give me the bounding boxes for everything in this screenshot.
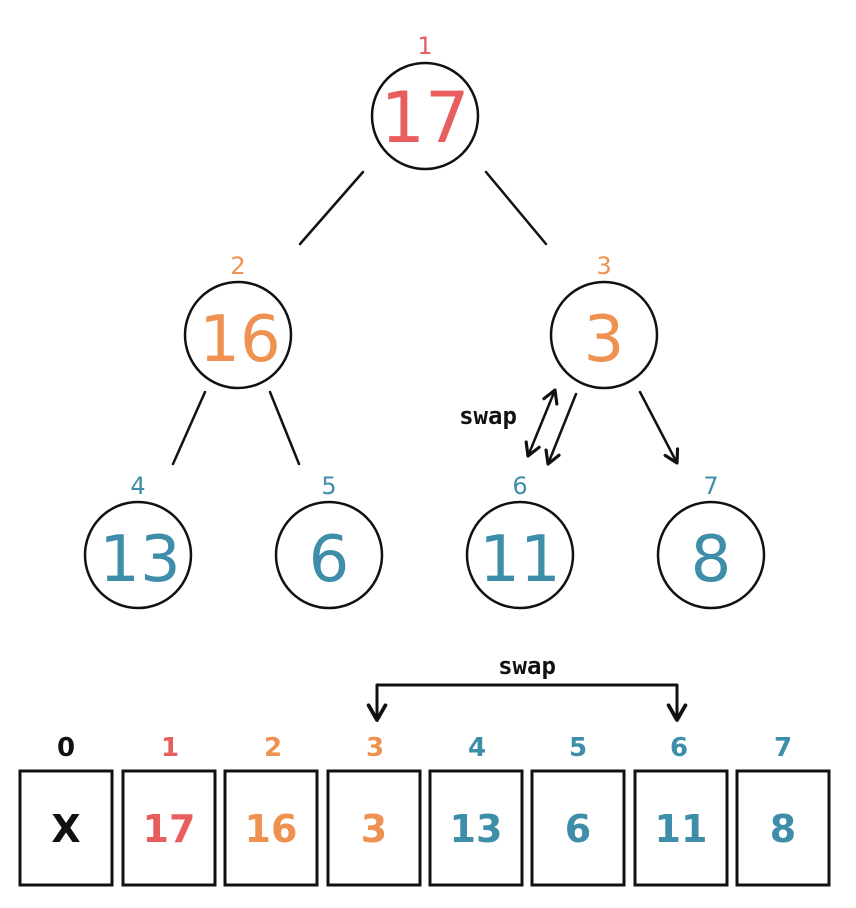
node-index: 1 xyxy=(417,32,432,60)
node-circle xyxy=(656,500,766,610)
cell-index: 5 xyxy=(569,733,587,763)
cell-box xyxy=(326,769,422,887)
cell-index: 6 xyxy=(670,733,688,763)
tree-node-5: 6 5 xyxy=(274,472,384,610)
node-index: 2 xyxy=(230,252,245,280)
cell-value: X xyxy=(51,807,80,851)
double-arrow xyxy=(524,388,559,458)
node-value: 11 xyxy=(479,523,560,597)
node-circle xyxy=(465,500,575,610)
cell-index: 2 xyxy=(264,733,282,763)
cell-index: 0 xyxy=(57,733,75,763)
edge-3-7-arrow xyxy=(638,390,680,465)
node-index: 7 xyxy=(703,472,718,500)
tree-node-2: 16 2 xyxy=(183,252,293,390)
cell-value: 16 xyxy=(245,807,298,851)
tree-node-1: 17 1 xyxy=(370,32,480,171)
node-circle xyxy=(370,61,480,171)
tree-swap-arrows xyxy=(524,388,578,466)
cell-value: 6 xyxy=(565,807,591,851)
array-cell-3: 3 3 xyxy=(326,733,422,887)
cell-box xyxy=(18,769,114,887)
array-cell-2: 2 16 xyxy=(223,733,319,887)
node-circle xyxy=(549,280,659,390)
cell-box xyxy=(735,769,831,887)
array-swap-bracket xyxy=(366,683,688,722)
node-value: 13 xyxy=(99,523,180,597)
tree-node-3: 3 3 xyxy=(549,252,659,390)
cell-box xyxy=(428,769,524,887)
cell-index: 1 xyxy=(161,733,179,763)
cell-value: 13 xyxy=(450,807,503,851)
node-index: 4 xyxy=(130,472,145,500)
array-cell-0: 0 X xyxy=(18,733,114,887)
node-value: 3 xyxy=(584,303,625,377)
edge-2-4 xyxy=(171,390,207,466)
node-value: 6 xyxy=(309,523,350,597)
node-index: 6 xyxy=(512,472,527,500)
node-value: 16 xyxy=(199,303,280,377)
node-circle xyxy=(274,500,384,610)
cell-box xyxy=(633,769,729,887)
cell-value: 3 xyxy=(361,807,387,851)
node-circle xyxy=(183,280,293,390)
tree-node-4: 13 4 xyxy=(83,472,193,610)
cell-value: 11 xyxy=(655,807,708,851)
cell-box xyxy=(121,769,217,887)
node-index: 5 xyxy=(321,472,336,500)
cell-index: 3 xyxy=(366,733,384,763)
single-arrow xyxy=(544,392,578,466)
cell-index: 4 xyxy=(468,733,486,763)
node-value: 8 xyxy=(691,523,732,597)
array-cell-7: 7 8 xyxy=(735,733,831,887)
cell-box xyxy=(223,769,319,887)
tree-node-6: 11 6 xyxy=(465,472,575,610)
edge-1-3 xyxy=(484,170,548,246)
array-cell-4: 4 13 xyxy=(428,733,524,887)
node-value: 17 xyxy=(380,77,469,159)
tree-nodes: 17 1 16 2 3 3 13 4 6 5 11 6 xyxy=(83,32,766,610)
edge-1-2 xyxy=(298,170,365,246)
node-index: 3 xyxy=(596,252,611,280)
node-circle xyxy=(83,500,193,610)
tree-edges xyxy=(171,170,680,466)
edge-2-5 xyxy=(268,390,301,466)
cell-value: 17 xyxy=(143,807,196,851)
array-cell-6: 6 11 xyxy=(633,733,729,887)
array-cell-1: 1 17 xyxy=(121,733,217,887)
array: 0 X 1 17 2 16 3 3 4 13 5 6 xyxy=(18,733,831,887)
array-swap-label: swap xyxy=(498,652,556,680)
cell-index: 7 xyxy=(774,733,792,763)
cell-box xyxy=(530,769,626,887)
cell-value: 8 xyxy=(770,807,796,851)
tree-swap-label: swap xyxy=(459,402,517,430)
array-cell-5: 5 6 xyxy=(530,733,626,887)
tree-node-7: 8 7 xyxy=(656,472,766,610)
